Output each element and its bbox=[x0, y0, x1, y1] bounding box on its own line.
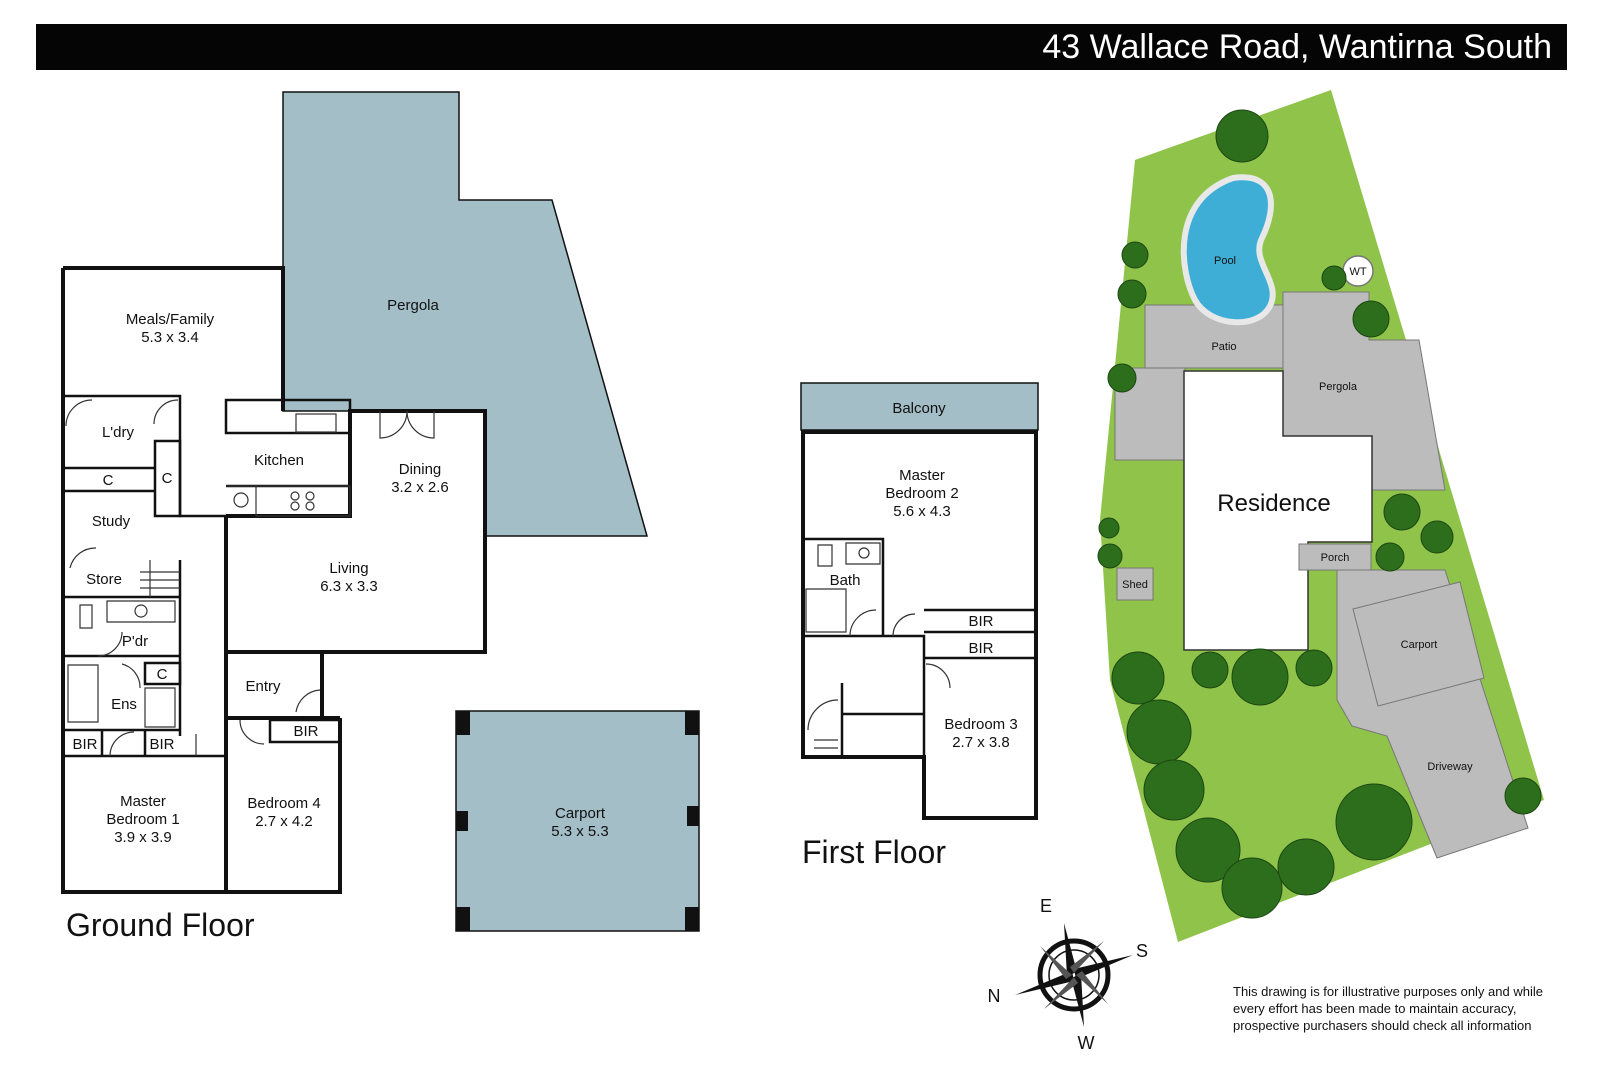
first-floor-bir-a-label: BIR bbox=[968, 613, 993, 630]
compass-w-label: W bbox=[1078, 1033, 1095, 1053]
master-bedroom-1-label-1: Master bbox=[120, 793, 166, 810]
site-pool bbox=[1180, 174, 1276, 326]
first-floor-title: First Floor bbox=[802, 834, 946, 870]
carport-area bbox=[455, 710, 700, 932]
meals-family-label: Meals/Family bbox=[126, 311, 215, 328]
dining-label: Dining bbox=[399, 461, 442, 478]
master-bedroom-2-dims: 5.6 x 4.3 bbox=[893, 503, 951, 520]
carport-label: Carport bbox=[555, 805, 606, 822]
pergola-label: Pergola bbox=[387, 297, 439, 314]
site-shed-label: Shed bbox=[1122, 579, 1148, 591]
header-bar: 43 Wallace Road, Wantirna South bbox=[36, 24, 1567, 70]
disclaimer-line-2: every effort has been made to maintain a… bbox=[1233, 1001, 1517, 1016]
master-bedroom-1-dims: 3.9 x 3.9 bbox=[114, 829, 172, 846]
site-pergola-label: Pergola bbox=[1319, 381, 1358, 393]
bedroom-4-dims: 2.7 x 4.2 bbox=[255, 813, 313, 830]
bir-a-label: BIR bbox=[72, 736, 97, 753]
disclaimer-line-1: This drawing is for illustrative purpose… bbox=[1233, 984, 1543, 999]
property-address: 43 Wallace Road, Wantirna South bbox=[1042, 28, 1552, 66]
bedroom-4-label: Bedroom 4 bbox=[247, 795, 320, 812]
balcony-label: Balcony bbox=[892, 400, 946, 417]
master-bedroom-1-label-2: Bedroom 1 bbox=[106, 811, 179, 828]
site-shed bbox=[1116, 567, 1154, 601]
site-pool-label: Pool bbox=[1214, 255, 1236, 267]
compass-e-label: E bbox=[1040, 896, 1052, 916]
ground-floor-plan: Meals/Family 5.3 x 3.4 Pergola L'dry Kit… bbox=[61, 91, 700, 943]
site-residence bbox=[1183, 370, 1373, 651]
master-bedroom-2-label-2: Bedroom 2 bbox=[885, 485, 958, 502]
disclaimer-line-3: prospective purchasers should check all … bbox=[1233, 1018, 1531, 1033]
site-patio-label: Patio bbox=[1211, 341, 1236, 353]
ens-label: Ens bbox=[111, 696, 137, 713]
cupboard-c-label: C bbox=[157, 666, 168, 683]
compass-rose: E S N W bbox=[988, 896, 1149, 1053]
bir-c-label: BIR bbox=[293, 723, 318, 740]
dining-dims: 3.2 x 2.6 bbox=[391, 479, 449, 496]
compass-s-label: S bbox=[1136, 941, 1148, 961]
living-dims: 6.3 x 3.3 bbox=[320, 578, 378, 595]
site-carport bbox=[1352, 581, 1485, 707]
living-label: Living bbox=[329, 560, 368, 577]
site-plan: Pool WT Patio Pergola Residence Porch Sh… bbox=[1097, 90, 1544, 942]
master-bedroom-2-label-1: Master bbox=[899, 467, 945, 484]
ldry-label: L'dry bbox=[102, 424, 135, 441]
carport-dims: 5.3 x 5.3 bbox=[551, 823, 609, 840]
cupboard-a-label: C bbox=[103, 472, 114, 489]
pergola-area bbox=[282, 91, 648, 537]
site-trees bbox=[1097, 109, 1542, 919]
bath-label: Bath bbox=[830, 572, 861, 589]
cupboard-b-label: C bbox=[162, 470, 173, 487]
site-carport-label: Carport bbox=[1401, 639, 1438, 651]
study-label: Study bbox=[92, 513, 131, 530]
store-label: Store bbox=[86, 571, 122, 588]
disclaimer: This drawing is for illustrative purpose… bbox=[1233, 984, 1543, 1033]
bedroom-3-dims: 2.7 x 3.8 bbox=[952, 734, 1010, 751]
carport-posts bbox=[456, 711, 699, 931]
entry-label: Entry bbox=[245, 678, 281, 695]
site-driveway-label: Driveway bbox=[1427, 761, 1473, 773]
meals-family-dims: 5.3 x 3.4 bbox=[141, 329, 199, 346]
site-residence-label: Residence bbox=[1217, 490, 1330, 517]
site-porch bbox=[1298, 543, 1372, 571]
compass-n-label: N bbox=[988, 986, 1001, 1006]
ground-floor-walls bbox=[61, 266, 487, 894]
first-floor-bir-b-label: BIR bbox=[968, 640, 993, 657]
site-porch-label: Porch bbox=[1321, 552, 1350, 564]
bedroom-3-label: Bedroom 3 bbox=[944, 716, 1017, 733]
ground-floor-title: Ground Floor bbox=[66, 907, 255, 943]
pdr-label: P'dr bbox=[122, 633, 148, 650]
site-wt-label: WT bbox=[1349, 266, 1366, 278]
kitchen-label: Kitchen bbox=[254, 452, 304, 469]
first-floor-plan: Balcony Master Bedroom 2 5.6 x 4.3 Bath … bbox=[800, 382, 1039, 870]
bir-b-label: BIR bbox=[149, 736, 174, 753]
